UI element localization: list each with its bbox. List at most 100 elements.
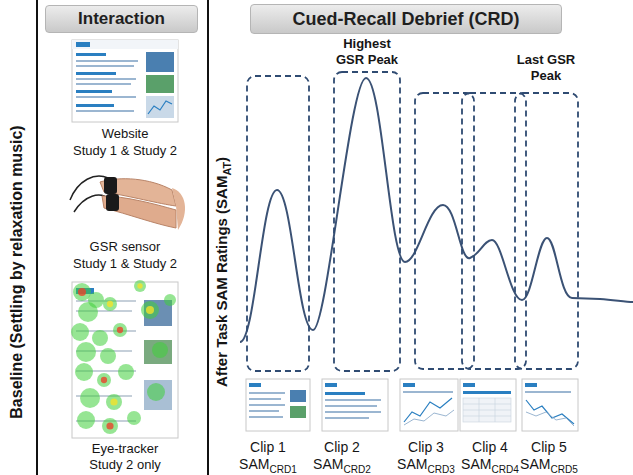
side-label: AT xyxy=(221,162,233,176)
illustration-part xyxy=(249,383,261,387)
illustration-part xyxy=(240,78,633,342)
illustration-part xyxy=(463,391,511,394)
clip-label-group: Clip 3 xyxy=(408,439,444,456)
illustration-part xyxy=(146,75,174,93)
sam-label: SAM xyxy=(313,456,343,472)
illustration-part xyxy=(76,90,112,93)
header-box: Cued-Recall Debrief (CRD) xyxy=(250,4,562,34)
illustration-part xyxy=(400,379,458,431)
peak-label-group: Last GSR Peak xyxy=(513,52,579,83)
heat-spot xyxy=(117,327,123,333)
illustration-part xyxy=(104,177,117,194)
clip-label-group: Clip 4 xyxy=(472,439,508,456)
illustration-part xyxy=(526,412,574,426)
heat-spot xyxy=(80,388,100,408)
illustration-part xyxy=(144,340,172,364)
picture-caption: GSR sensor xyxy=(90,239,161,254)
illustration-part xyxy=(463,416,511,417)
sam-label: CRD2 xyxy=(343,464,370,475)
clip-label: Clip 2 xyxy=(324,439,360,455)
illustration-part xyxy=(76,96,136,98)
sam-label-group: SAMCRD4 xyxy=(461,456,519,475)
illustration-part xyxy=(76,60,138,62)
picture-caption: Study 2 only xyxy=(89,457,161,472)
heat-spot xyxy=(106,394,122,410)
side-label: Baseline (Settling by relaxation music) xyxy=(8,125,25,418)
illustration-part xyxy=(325,411,381,413)
illustration-part xyxy=(249,416,283,418)
illustration-part xyxy=(148,101,172,114)
header-text: Cued-Recall Debrief (CRD) xyxy=(292,9,519,30)
gsr-curve xyxy=(240,78,633,342)
illustration-part xyxy=(325,399,381,401)
illustration-part xyxy=(71,280,176,434)
illustration-part xyxy=(247,76,309,371)
sam-label: SAM xyxy=(239,456,269,472)
illustration-part xyxy=(325,383,337,387)
illustration-part xyxy=(36,0,38,475)
header-text: Interaction xyxy=(78,9,165,29)
heat-spot xyxy=(110,398,117,405)
illustration-part xyxy=(463,410,511,411)
illustration-part xyxy=(246,379,310,431)
illustration-part xyxy=(72,40,178,122)
heat-spot xyxy=(164,294,176,306)
clip-thumbnails xyxy=(246,379,578,431)
heat-spot xyxy=(78,288,86,296)
illustration-part xyxy=(290,390,306,402)
illustration-part xyxy=(72,282,178,438)
clip-label: Clip 5 xyxy=(531,439,567,455)
picture-caption-group: Study 2 only xyxy=(89,457,161,473)
illustration-part xyxy=(322,379,388,431)
website-screenshot xyxy=(72,40,178,122)
sam-label: SAM xyxy=(461,456,491,472)
heat-spot xyxy=(137,283,142,288)
heat-spot xyxy=(107,301,113,307)
header-box: Interaction xyxy=(45,5,198,33)
clip-label: Clip 4 xyxy=(472,439,508,455)
side-label: After Task SAM Ratings (SAM xyxy=(213,176,230,387)
illustration-part xyxy=(495,398,496,422)
heat-spot xyxy=(76,342,96,362)
heat-spot xyxy=(97,373,111,387)
illustration-part xyxy=(463,398,511,422)
heat-spot xyxy=(106,422,113,429)
illustration-part xyxy=(249,410,279,412)
clip-label-group: Clip 2 xyxy=(324,439,360,456)
heat-spot xyxy=(78,302,98,322)
sam-label-group: SAMCRD3 xyxy=(397,456,455,475)
heat-spot xyxy=(103,297,117,311)
picture-caption: Eye-tracker xyxy=(92,441,158,456)
heat-spot xyxy=(100,348,116,364)
sam-label: CRD1 xyxy=(269,464,296,475)
side-label: ) xyxy=(213,157,230,162)
illustration-part xyxy=(325,417,369,419)
heat-spot xyxy=(101,377,107,383)
illustration-part xyxy=(146,96,174,118)
peak-label: Last GSR Peak xyxy=(517,52,576,83)
peak-label-group: Highest GSR Peak xyxy=(331,36,403,67)
illustration-part xyxy=(515,93,578,369)
picture-caption-group: Study 1 & Study 2 xyxy=(73,143,177,159)
illustration-part xyxy=(290,406,306,418)
illustration-part xyxy=(325,392,365,395)
illustration-part xyxy=(460,379,516,431)
heat-spot xyxy=(146,306,154,314)
illustration-part xyxy=(76,53,106,56)
illustration-part xyxy=(525,391,571,393)
gsr-sensor-picture xyxy=(70,176,185,230)
illustration-part xyxy=(463,383,475,387)
heat-spot xyxy=(113,323,127,337)
side-label-group: Baseline (Settling by relaxation music) xyxy=(7,125,26,418)
illustration-part xyxy=(403,383,415,387)
sam-label: CRD4 xyxy=(491,464,518,475)
picture-caption: Website xyxy=(102,126,149,141)
illustration-part xyxy=(76,104,114,107)
heat-spot xyxy=(147,383,165,401)
illustration-part xyxy=(72,40,178,49)
illustration-part xyxy=(76,83,131,85)
illustration-part xyxy=(334,72,400,371)
picture-caption-group: GSR sensor xyxy=(90,239,161,255)
picture-caption-group: Website xyxy=(102,126,149,142)
